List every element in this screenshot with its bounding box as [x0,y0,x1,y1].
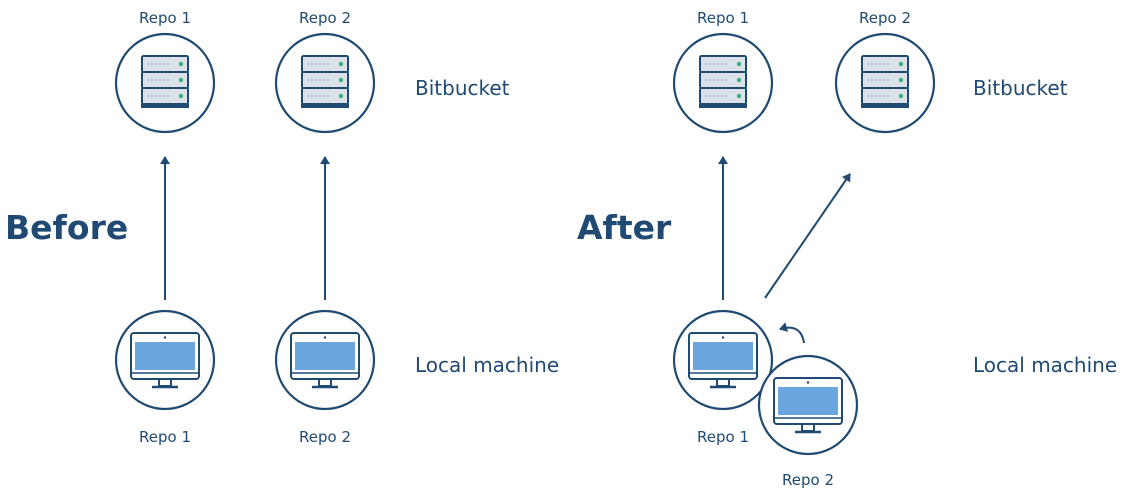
server-icon [860,55,910,109]
before-remote-repo-1-node [114,32,216,134]
after-remote-repo-2-node [834,32,936,134]
server-icon [698,55,748,109]
monitor-icon [289,331,361,389]
before-local-label: Local machine [415,353,559,377]
after-remote-repo-2-label: Repo 2 [859,9,911,27]
server-icon [300,55,350,109]
before-local-repo-2-node [274,309,376,411]
after-remote-label: Bitbucket [973,76,1068,100]
before-local-repo-2-label: Repo 2 [299,428,351,446]
before-local-repo-1-node [114,309,216,411]
monitor-icon [129,331,201,389]
after-local-repo-2-label: Repo 2 [782,471,834,489]
before-panel: Before Repo 1 Repo 2 Bitbucket Local mac… [5,9,559,446]
after-panel: After Repo 1 Repo 2 Bitbucket Local mach… [577,9,1117,489]
before-remote-repo-2-node [274,32,376,134]
after-title: After [577,208,672,247]
after-local-repo-1-node [672,309,774,411]
before-title: Before [5,208,128,247]
after-switch-arrow [779,322,805,344]
after-remote-repo-1-label: Repo 1 [697,9,749,27]
after-push-arrow-repo-2 [764,173,851,299]
before-remote-repo-2-label: Repo 2 [299,9,351,27]
server-icon [140,55,190,109]
before-remote-repo-1-label: Repo 1 [139,9,191,27]
after-local-label: Local machine [973,353,1117,377]
monitor-icon [687,331,759,389]
before-local-repo-1-label: Repo 1 [139,428,191,446]
monitor-icon [772,376,844,434]
after-remote-repo-1-node [672,32,774,134]
before-remote-label: Bitbucket [415,76,510,100]
after-local-repo-1-label: Repo 1 [697,428,749,446]
after-local-repo-2-node [757,354,859,456]
